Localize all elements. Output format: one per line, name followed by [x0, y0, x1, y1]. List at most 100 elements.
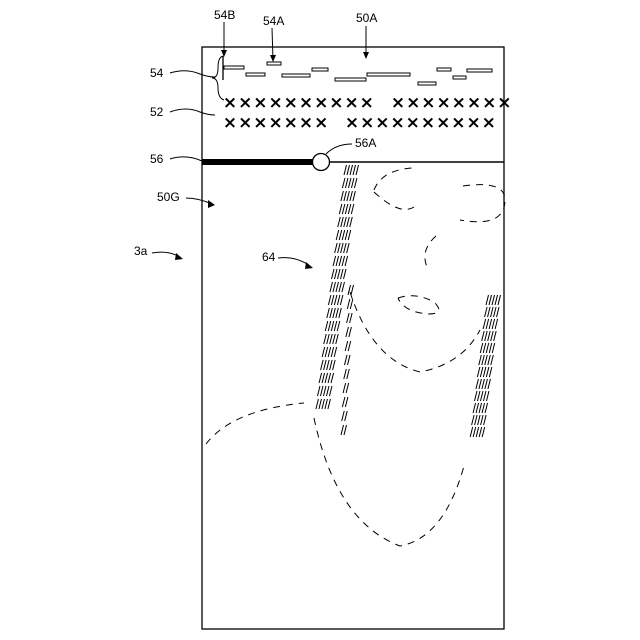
marker-x: ×: [467, 93, 481, 113]
outline-arc-upper: [374, 192, 414, 209]
outline-arc-right: [460, 185, 505, 222]
hatch-stroke: [340, 295, 343, 305]
hatch-stroke: [482, 427, 485, 437]
hatch-stroke: [341, 191, 344, 201]
hatch-stroke: [328, 399, 331, 409]
hatch-stroke: [326, 386, 329, 396]
hatch-stroke: [485, 331, 488, 341]
hatch-stroke: [334, 347, 337, 357]
hatch-stroke: [334, 321, 337, 331]
hatch-stroke: [330, 334, 333, 344]
hatch-stroke: [351, 178, 354, 188]
hatch-stroke: [345, 355, 348, 365]
hatch-stroke: [341, 425, 344, 435]
leader-52: [170, 109, 215, 115]
arrowhead: [175, 253, 183, 260]
hatch-stroke: [342, 178, 345, 188]
hatch-stroke: [331, 347, 334, 357]
hatch-stroke: [342, 282, 345, 292]
hatch-stroke: [339, 204, 342, 214]
hatch-stroke: [488, 331, 491, 341]
hatch-stroke: [347, 191, 350, 201]
hatch-stroke: [489, 343, 492, 353]
hatch-stroke: [495, 295, 498, 305]
marker-x: ×: [406, 113, 420, 133]
hatch-stroke: [325, 321, 328, 331]
marker-x: ×: [284, 93, 298, 113]
hatch-stroke: [483, 319, 486, 329]
hatch-stroke: [322, 373, 325, 383]
hatch-stroke: [342, 397, 345, 407]
marker-x: ×: [268, 113, 282, 133]
hatch-stroke: [491, 355, 494, 365]
label-54B: 54B: [214, 8, 235, 22]
hatch-stroke: [346, 327, 349, 337]
label-56A: 56A: [355, 136, 376, 150]
hatch-stroke: [482, 355, 485, 365]
hatch-stroke: [480, 391, 483, 401]
scrubber-handle[interactable]: [313, 154, 330, 171]
hatch-stroke: [349, 327, 352, 337]
hatch-stroke: [482, 379, 485, 389]
hatch-stroke: [489, 295, 492, 305]
hatch-stroke: [328, 373, 331, 383]
hatch-stroke: [347, 243, 350, 253]
hatch-stroke: [345, 256, 348, 266]
hatch-stroke: [492, 295, 495, 305]
hatch-stroke: [339, 230, 342, 240]
leader-64: [278, 258, 310, 266]
outline-arc-top: [374, 168, 412, 190]
hatch-stroke: [339, 308, 342, 318]
hatch-stroke: [317, 386, 320, 396]
marker-x: ×: [345, 113, 359, 133]
hatch-stroke: [479, 355, 482, 365]
hatch-stroke: [476, 427, 479, 437]
hatch-stroke: [328, 321, 331, 331]
hatch-stroke: [351, 285, 354, 295]
hatch-stroke: [324, 360, 327, 370]
outline-arc-mid: [425, 236, 436, 267]
hatch-stroke: [330, 360, 333, 370]
segment: [267, 62, 281, 65]
label-54: 54: [150, 66, 164, 80]
hatch-stroke: [347, 165, 350, 175]
hatch-stroke: [347, 217, 350, 227]
hatch-stroke: [350, 299, 353, 309]
hatch-stroke: [494, 331, 497, 341]
hatch-stroke: [343, 383, 346, 393]
hatch-stroke: [345, 178, 348, 188]
hatch-stroke: [333, 308, 336, 318]
outline-ellipse: [398, 296, 439, 314]
hatch-stroke: [353, 191, 356, 201]
hatch-stroke: [485, 307, 488, 317]
hatch-stroke: [342, 230, 345, 240]
hatch-stroke: [346, 383, 349, 393]
hatch-stroke: [320, 386, 323, 396]
hatch-stroke: [339, 282, 342, 292]
leader-56: [170, 157, 202, 161]
hatch-stroke: [348, 178, 351, 188]
outline-body: [314, 418, 464, 546]
hatch-stroke: [323, 386, 326, 396]
hatch-stroke: [325, 347, 328, 357]
hatch-stroke: [338, 217, 341, 227]
hatch-stroke: [486, 391, 489, 401]
hatch-stroke: [485, 403, 488, 413]
hatch-stroke: [483, 367, 486, 377]
hatch-stroke: [479, 427, 482, 437]
hatch-stroke: [477, 391, 480, 401]
hatch-stroke: [322, 399, 325, 409]
marker-x: ×: [482, 93, 496, 113]
outline-bowl: [350, 292, 480, 372]
hatch-stroke: [336, 308, 339, 318]
hatch-stroke: [327, 334, 330, 344]
hatch-stroke: [336, 334, 339, 344]
hatch-stroke: [473, 427, 476, 437]
hatch-stroke: [321, 360, 324, 370]
hatch-stroke: [330, 282, 333, 292]
segment: [246, 73, 265, 76]
marker-x: ×: [238, 93, 252, 113]
label-50A: 50A: [356, 11, 377, 25]
hatch-stroke: [484, 415, 487, 425]
hatch-stroke: [319, 373, 322, 383]
